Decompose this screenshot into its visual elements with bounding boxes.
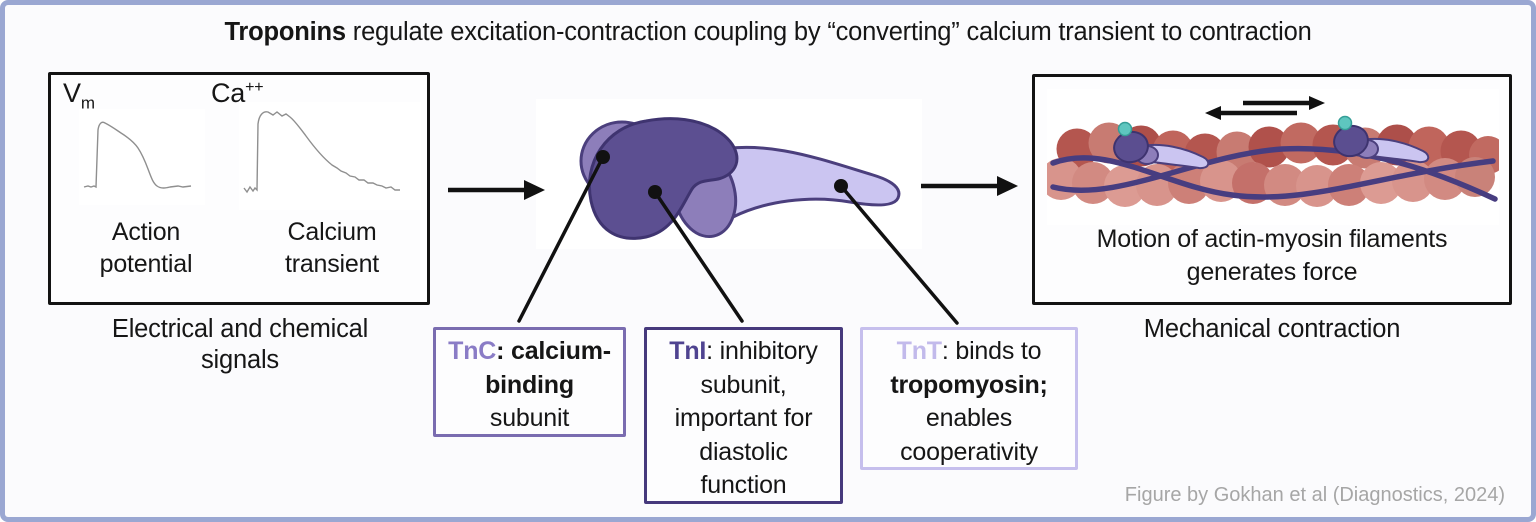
tnc-back-lobe [672,151,738,239]
attribution-text: Figure by Gokhan et al (Diagnostics, 202… [1124,484,1505,506]
contraction-inner-caption: Motion of actin-myosin filaments generat… [1096,225,1448,286]
slide-arrows-icon [1205,96,1325,120]
troponin-complex-small-1 [1113,121,1210,170]
tni-lobe [588,117,739,240]
tnc-front-lobe [579,120,665,202]
mechanical-contraction-caption: Mechanical contraction [1143,315,1401,343]
calcium-transient-trace [239,102,421,210]
contraction-panel: Motion of actin-myosin filaments generat… [1032,74,1512,305]
action-potential-trace [79,109,205,205]
tnt-tail-shape [705,145,901,222]
flow-arrow-left-icon [448,180,545,200]
troponin-illustration-bg [536,99,922,249]
signals-panel: Vm Ca++ Action potential Calcium transie… [48,72,430,305]
flow-arrow-right-icon [921,176,1018,196]
troponin-complex-small-2 [1333,115,1430,164]
signals-caption: Electrical and chemical signals [111,315,369,374]
calcium-transient-label: Calcium transient [284,218,380,278]
vm-label: Vm [63,78,95,113]
troponin-complex-large [579,117,901,240]
connector-lines [517,150,959,325]
tropomyosin-strands [1050,145,1498,202]
figure-title: Troponins regulate excitation-contractio… [224,18,1312,46]
actin-myosin-illustration [1047,89,1499,225]
action-potential-label: Action potential [99,218,193,278]
